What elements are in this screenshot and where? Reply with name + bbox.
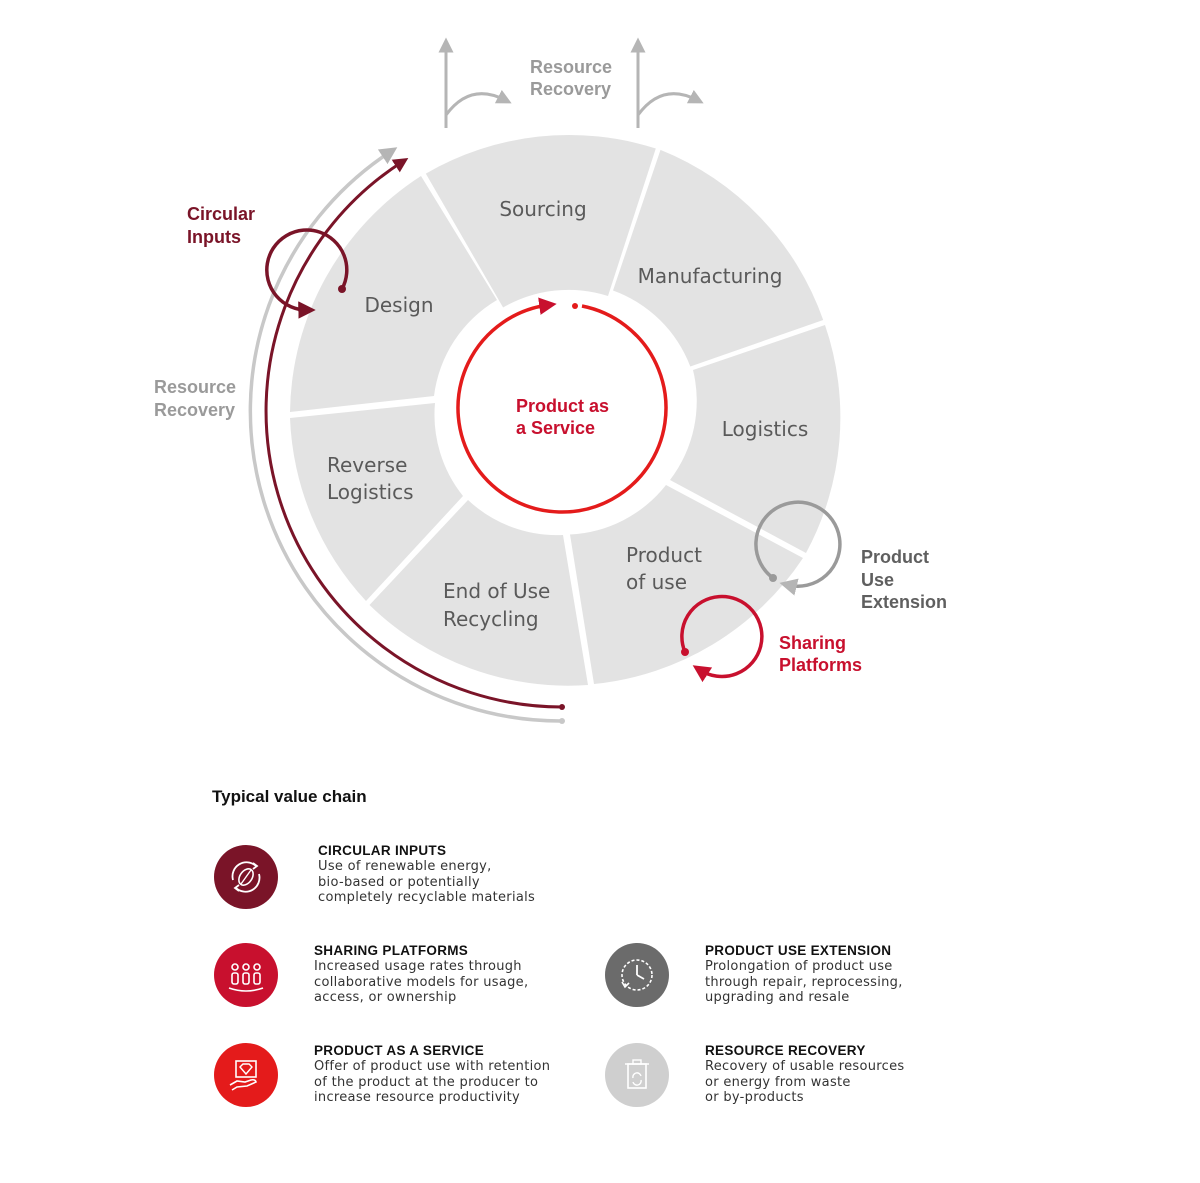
legend-heading: PRODUCT USE EXTENSION [705, 943, 892, 958]
legend-heading: SHARING PLATFORMS [314, 943, 469, 958]
segment-logistics [670, 325, 841, 553]
label-sharing-platforms: Sharing Platforms [779, 633, 862, 675]
circular-inputs-arc-maroon [264, 157, 563, 709]
value-chain-ring [290, 134, 841, 686]
people-icon [214, 943, 278, 1007]
legend-description-line: collaborative models for usage, [314, 974, 529, 990]
legend-description-line: Prolongation of product use [705, 959, 893, 974]
value-chain-diagram: Sourcing Manufacturing Logistics Product… [154, 37, 947, 724]
label-circular-inputs: Circular Inputs [187, 204, 260, 247]
label-end-of-use-recycling: End of Use Recycling [443, 579, 557, 631]
segment-sourcing [425, 134, 656, 308]
clock-icon [605, 943, 669, 1007]
legend-description-line: bio-based or potentially [318, 874, 480, 890]
label-design: Design [364, 293, 433, 317]
label-product-as-a-service: Product as a Service [516, 396, 614, 438]
segment-design [290, 176, 497, 412]
label-resource-recovery-top: Resource Recovery [530, 57, 617, 99]
legend-description-line: Offer of product use with retention [314, 1059, 551, 1074]
segment-reverse-logistics [290, 403, 463, 601]
product-use-extension-loop [754, 500, 842, 596]
legend-description-line: increase resource productivity [314, 1090, 520, 1105]
leaf-cycle-icon [214, 845, 278, 909]
product-as-a-service-cycle [456, 297, 668, 514]
label-resource-recovery-left: Resource Recovery [154, 377, 241, 420]
label-reverse-logistics: Reverse Logistics [327, 453, 414, 504]
resource-recovery-top-arrows [438, 37, 704, 128]
legend-description-line: of the product at the producer to [314, 1074, 539, 1090]
recycle-bin-icon [605, 1043, 669, 1107]
legend-description-line: or energy from waste [705, 1074, 851, 1090]
legend-heading: RESOURCE RECOVERY [705, 1043, 866, 1058]
segment-end-of-use-recycling [369, 500, 588, 686]
label-manufacturing: Manufacturing [638, 264, 783, 288]
legend-description-line: completely recyclable materials [318, 890, 536, 905]
hand-gem-icon [214, 1043, 278, 1107]
label-logistics: Logistics [722, 417, 809, 441]
legend-description-line: upgrading and resale [705, 990, 850, 1005]
legend-title: Typical value chain [212, 787, 367, 806]
segment-product-of-use [570, 485, 803, 684]
legend-description-line: Increased usage rates through [314, 959, 522, 974]
segment-manufacturing [613, 149, 824, 367]
label-product-use-extension: Product Use Extension [861, 547, 947, 612]
resource-recovery-arc-gray [248, 147, 563, 723]
legend-description-line: access, or ownership [314, 990, 457, 1005]
label-sourcing: Sourcing [499, 197, 586, 221]
sharing-platforms-loop [680, 594, 764, 683]
legend-description-line: Recovery of usable resources [705, 1059, 905, 1074]
label-product-of-use: Product of use [626, 543, 708, 594]
legend-heading: PRODUCT AS A SERVICE [314, 1043, 485, 1058]
legend-description-line: or by-products [705, 1090, 804, 1105]
legend-description-line: Use of renewable energy, [318, 859, 492, 874]
circular-inputs-loop [265, 228, 349, 319]
legend-description-line: through repair, reprocessing, [705, 974, 903, 990]
legend-heading: CIRCULAR INPUTS [318, 843, 447, 858]
